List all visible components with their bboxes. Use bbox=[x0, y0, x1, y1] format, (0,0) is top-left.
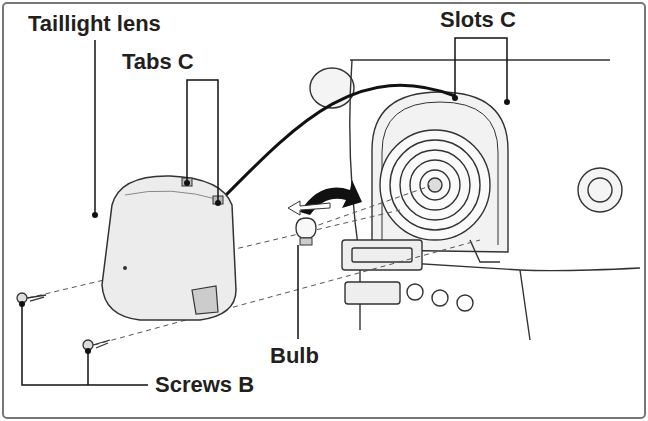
wire bbox=[226, 85, 455, 195]
part-label: Tabs C bbox=[120, 50, 196, 74]
alignment-lines bbox=[28, 186, 480, 345]
part-label: Bulb bbox=[268, 344, 321, 368]
frame-border bbox=[3, 3, 645, 418]
rotate-arrow bbox=[288, 180, 362, 215]
taillight-lens bbox=[102, 176, 236, 320]
bulb bbox=[296, 218, 316, 245]
part-label: Slots C bbox=[438, 8, 518, 32]
part-label: Screws B bbox=[153, 373, 256, 397]
leader-lines bbox=[22, 38, 507, 385]
part-label: Taillight lens bbox=[26, 12, 163, 36]
leader-dots bbox=[19, 95, 510, 354]
screws bbox=[17, 293, 110, 350]
